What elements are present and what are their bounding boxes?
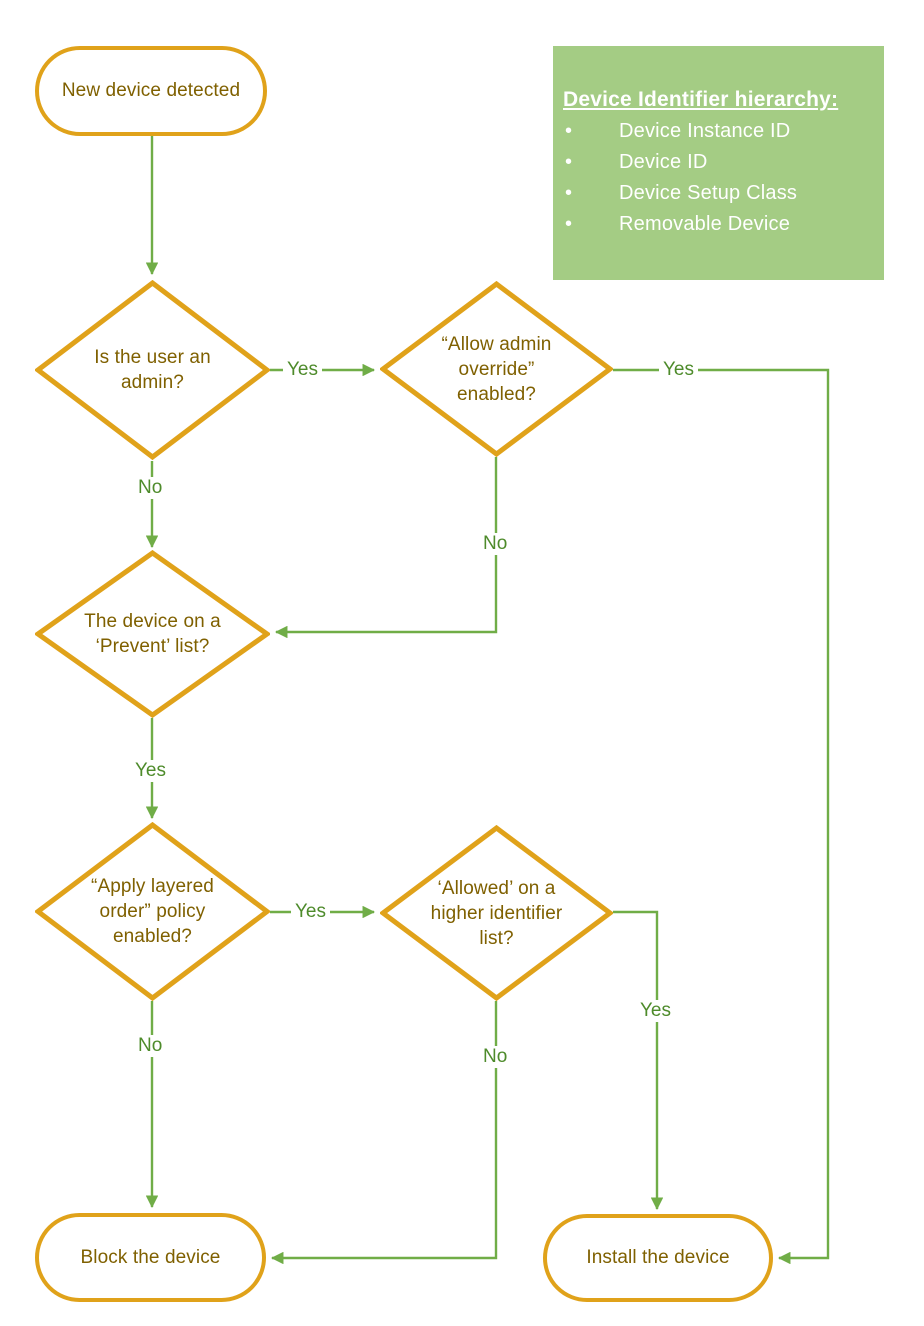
edge-label-d4-no: No (134, 1035, 167, 1057)
diamond-shape (380, 281, 613, 457)
edge-label-d5-no: No (479, 1046, 512, 1068)
node-new-device-detected[interactable]: New device detected (35, 46, 267, 136)
edge-label-d3-yes: Yes (131, 760, 170, 782)
legend-item-label: Removable Device (619, 213, 791, 235)
edge-d5-no-to-block (271, 1001, 498, 1265)
edge-d5-yes-to-install (613, 910, 664, 1210)
node-block-the-device[interactable]: Block the device (35, 1213, 266, 1302)
node-label: “Allow admin override” enabled? (441, 333, 552, 405)
edge-label-d2-no: No (479, 533, 512, 555)
node-label: The device on a ‘Prevent’ list? (84, 611, 221, 657)
legend-device-identifier-hierarchy: Device Identifier hierarchy: • Device In… (553, 46, 884, 280)
legend-item: • Removable Device (553, 209, 884, 240)
node-device-on-a-prevent-list[interactable]: The device on a ‘Prevent’ list? (35, 550, 270, 718)
edge-label-d1-no: No (134, 477, 167, 499)
diamond-shape (380, 825, 613, 1001)
legend-list: • Device Instance ID • Device ID • Devic… (553, 116, 884, 240)
node-label: Is the user an admin? (94, 347, 211, 393)
node-is-the-user-an-admin[interactable]: Is the user an admin? (35, 280, 270, 460)
legend-item: • Device ID (553, 147, 884, 178)
bullet-icon: • (565, 151, 573, 173)
node-allow-admin-override-enabled[interactable]: “Allow admin override” enabled? (380, 281, 613, 457)
node-allowed-on-a-higher-identifier-list[interactable]: ‘Allowed’ on a higher identifier list? (380, 825, 613, 1001)
node-label: New device detected (61, 80, 241, 101)
legend-item-label: Device ID (619, 151, 708, 173)
node-label: ‘Allowed’ on a higher identifier list? (430, 877, 563, 949)
legend-item: • Device Setup Class (553, 178, 884, 209)
node-label: Block the device (80, 1246, 221, 1268)
edge-d2-yes-to-install (613, 368, 830, 1265)
edge-label-d4-yes: Yes (291, 901, 330, 923)
node-apply-layered-order-policy-enabled[interactable]: “Apply layered order” policy enabled? (35, 822, 270, 1001)
legend-item-label: Device Instance ID (619, 120, 791, 142)
legend-item-label: Device Setup Class (619, 182, 798, 204)
diamond-shape (35, 550, 270, 718)
bullet-icon: • (565, 120, 573, 142)
edge-label-d1-yes: Yes (283, 359, 322, 381)
edge-label-d2-yes: Yes (659, 359, 698, 381)
bullet-icon: • (565, 182, 573, 204)
bullet-icon: • (565, 213, 573, 235)
node-label: “Apply layered order” policy enabled? (91, 876, 214, 947)
edge-label-d5-yes: Yes (636, 1000, 675, 1022)
legend-title: Device Identifier hierarchy: (563, 88, 839, 111)
legend-item: • Device Instance ID (553, 116, 884, 147)
diamond-shape (35, 280, 270, 460)
node-install-the-device[interactable]: Install the device (543, 1214, 773, 1302)
node-label: Install the device (586, 1247, 730, 1268)
diamond-shape (35, 822, 270, 1001)
edge-d2-no-to-d3 (275, 457, 498, 639)
